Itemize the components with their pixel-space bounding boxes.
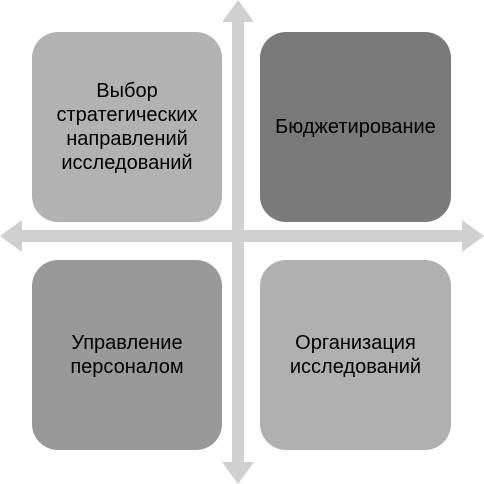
quadrant-personnel-management: Управление персоналом [32,260,222,450]
arrow-down-icon [222,462,254,484]
arrow-up-icon [222,0,254,22]
quadrant-research-organization: Организация исследований [260,260,451,450]
horizontal-axis [22,230,462,242]
quadrant-label: Управление персоналом [70,332,184,378]
quadrant-budgeting: Бюджетирование [260,32,451,222]
arrow-left-icon [0,220,22,252]
quadrant-strategic-directions: Выбор стратегических направлений исследо… [32,32,222,222]
quadrant-label: Бюджетирование [275,116,436,138]
quadrant-label: Выбор стратегических направлений исследо… [56,80,198,174]
quadrant-label: Организация исследований [289,332,422,378]
arrow-right-icon [462,220,484,252]
